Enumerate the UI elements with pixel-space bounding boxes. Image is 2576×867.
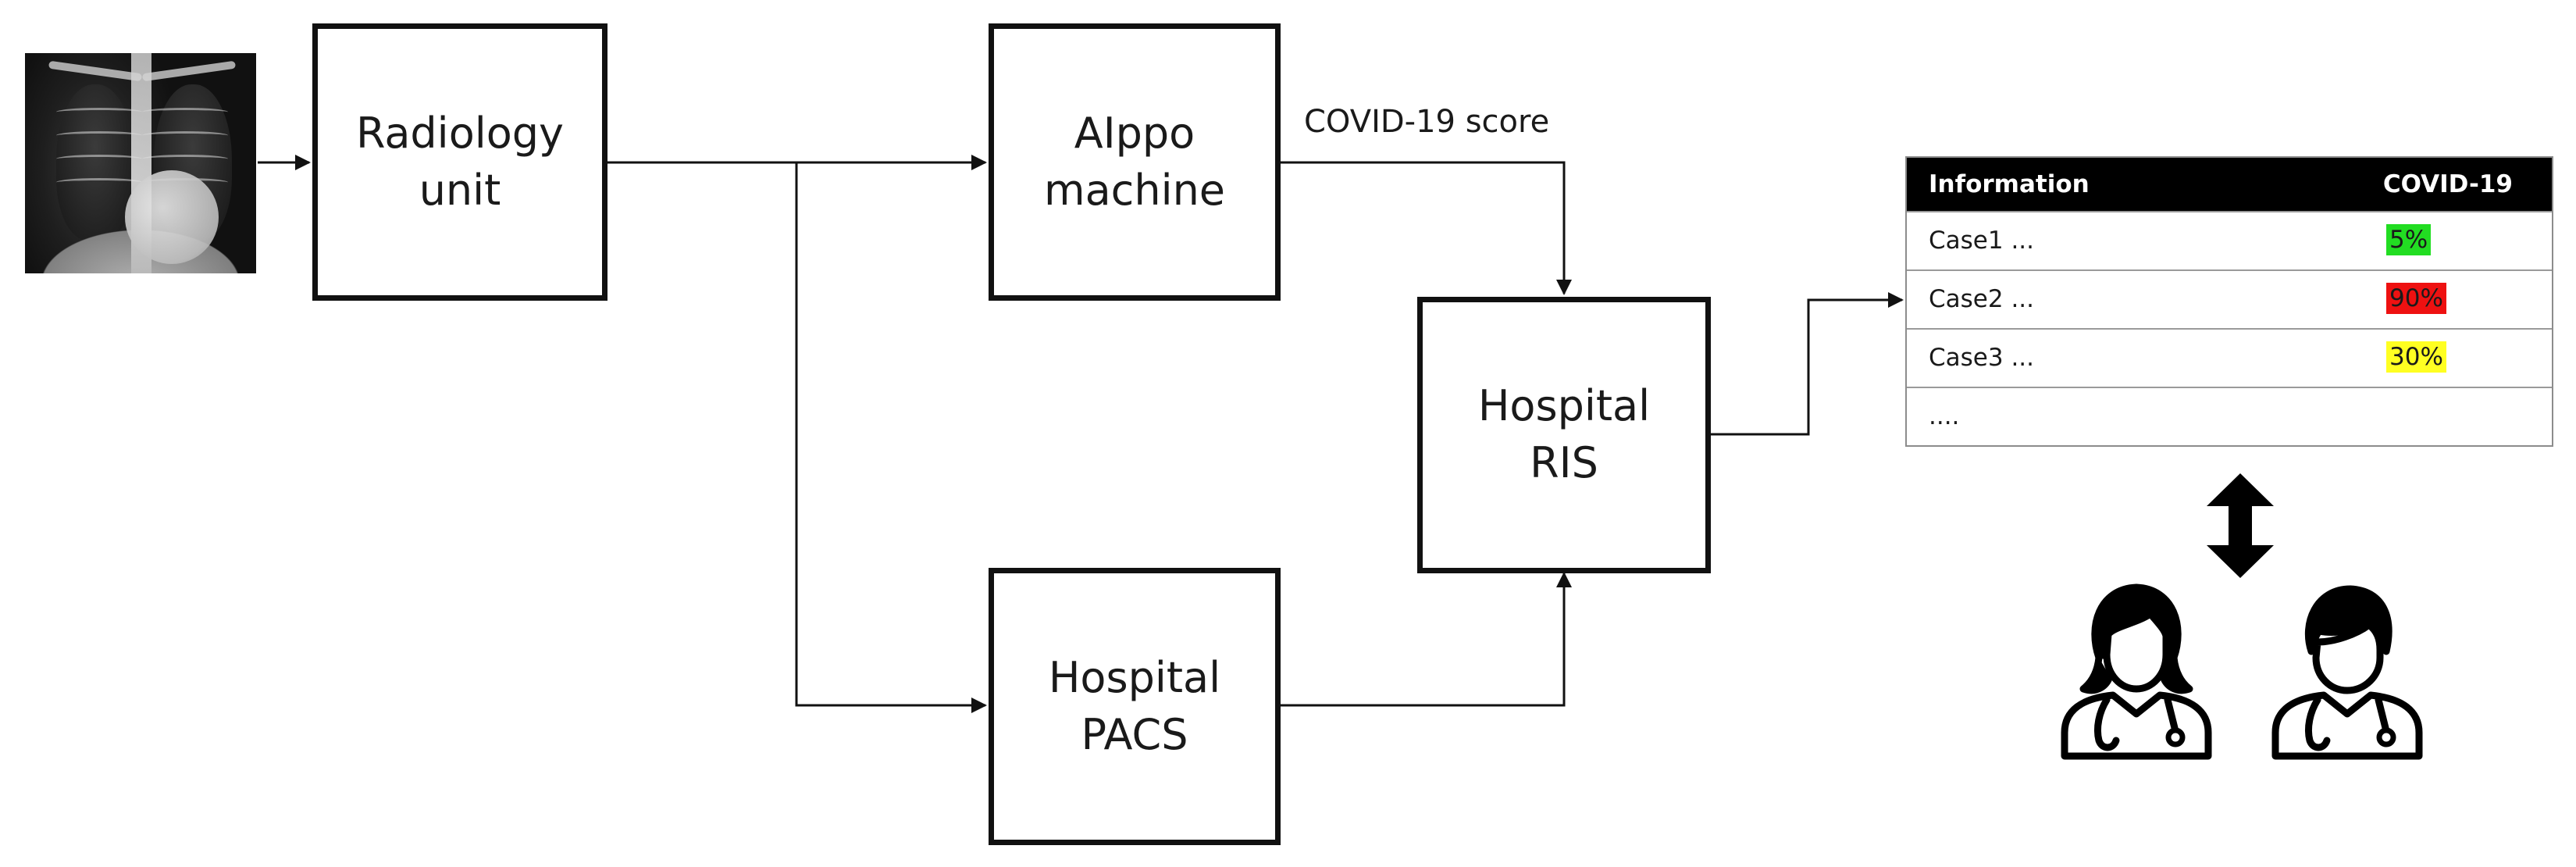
aippo-machine-node: AIppo machine [989,23,1281,301]
edge-pacs-ris [1281,572,1572,707]
male-doctor-icon [2271,585,2423,760]
row-case: .... [1929,402,1960,430]
table-row: .... [1907,387,2552,445]
header-covid: COVID-19 [2382,170,2513,198]
header-information: Information [1929,170,2090,198]
female-doctor-icon [2061,583,2212,760]
row-case: Case3 ... [1929,344,2035,372]
hospital-pacs-label: Hospital PACS [1048,652,1221,759]
row-score: 5% [2386,224,2432,255]
results-table: Information COVID-19 Case1 ... 5% Case2 … [1905,156,2553,447]
edge-aippo-ris [1281,161,1572,295]
table-header: Information COVID-19 [1907,158,2552,211]
edge-ris-table [1711,292,1904,436]
row-score: 90% [2386,283,2446,314]
table-row: Case1 ... 5% [1907,211,2552,269]
table-row: Case3 ... 30% [1907,328,2552,387]
hospital-ris-label: Hospital RIS [1477,381,1651,487]
edge-radiology-pacs [795,162,987,713]
radiology-unit-label: Radiology unit [355,108,565,215]
row-case: Case1 ... [1929,227,2035,255]
table-row: Case2 ... 90% [1907,269,2552,328]
hospital-pacs-node: Hospital PACS [989,568,1281,845]
double-arrow-icon [2207,473,2274,578]
row-score: 30% [2386,341,2446,373]
row-case: Case2 ... [1929,285,2035,313]
covid-score-label: COVID-19 score [1304,104,1550,140]
hospital-ris-node: Hospital RIS [1417,297,1711,573]
chest-xray-image [25,53,256,273]
aippo-machine-label: AIppo machine [1043,108,1226,215]
radiology-unit-node: Radiology unit [312,23,607,301]
